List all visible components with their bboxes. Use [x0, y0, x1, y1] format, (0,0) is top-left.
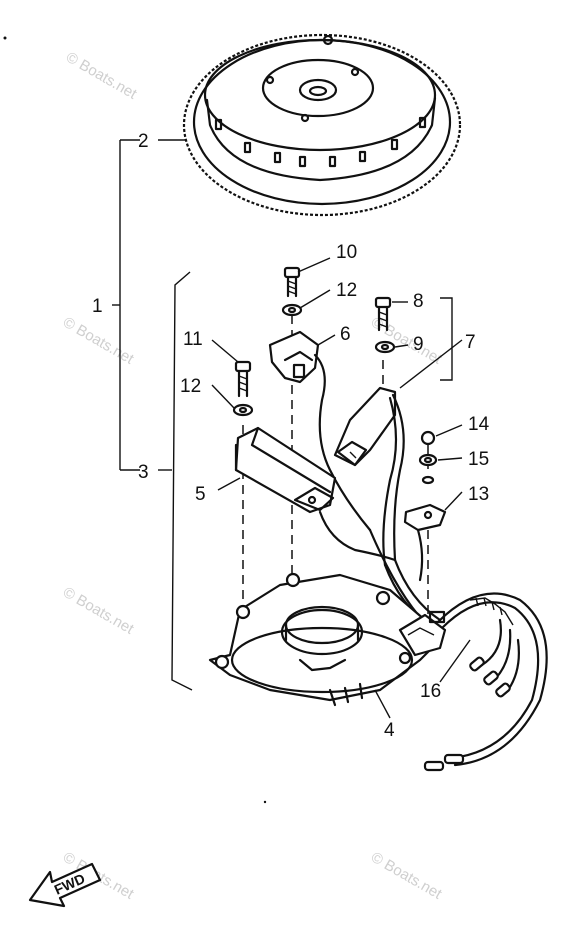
leader-lines — [211, 257, 471, 719]
callout-7: 7 — [465, 332, 476, 353]
watermark: © Boats.net — [60, 584, 137, 638]
charge-coil — [333, 386, 405, 567]
callout-15: 15 — [468, 449, 489, 470]
pulser-coil — [268, 330, 372, 532]
callout-3: 3 — [138, 462, 149, 483]
callouts: 2 1 3 10 12 8 6 9 7 11 12 14 15 13 5 16 … — [92, 131, 490, 741]
callout-8: 8 — [413, 291, 424, 312]
callout-11: 11 — [183, 329, 203, 350]
stray-dot — [3, 36, 7, 40]
callout-13: 13 — [468, 484, 489, 505]
callout-16: 16 — [420, 681, 441, 702]
stray-dot — [263, 800, 267, 804]
assembly-bracket — [112, 139, 453, 691]
flywheel — [182, 33, 462, 217]
callout-10: 10 — [336, 242, 357, 263]
callout-6: 6 — [340, 324, 351, 345]
callout-12-top: 12 — [336, 280, 357, 301]
callout-1: 1 — [92, 296, 103, 317]
callout-4: 4 — [384, 720, 395, 741]
watermark: © Boats.net — [368, 849, 445, 903]
callout-12-left: 12 — [180, 376, 201, 397]
callout-14: 14 — [468, 414, 490, 435]
stator-base — [208, 572, 447, 707]
clip-part — [403, 503, 447, 582]
callout-9: 9 — [413, 334, 424, 355]
watermark: © Boats.net — [63, 49, 140, 103]
watermark: © Boats.net — [60, 314, 137, 368]
ignition-coil — [234, 426, 397, 562]
callout-5: 5 — [195, 484, 206, 505]
fasteners — [232, 266, 438, 485]
fwd-arrow-icon: FWD — [28, 862, 102, 908]
wire-harness — [368, 528, 548, 772]
callout-2: 2 — [138, 131, 149, 152]
